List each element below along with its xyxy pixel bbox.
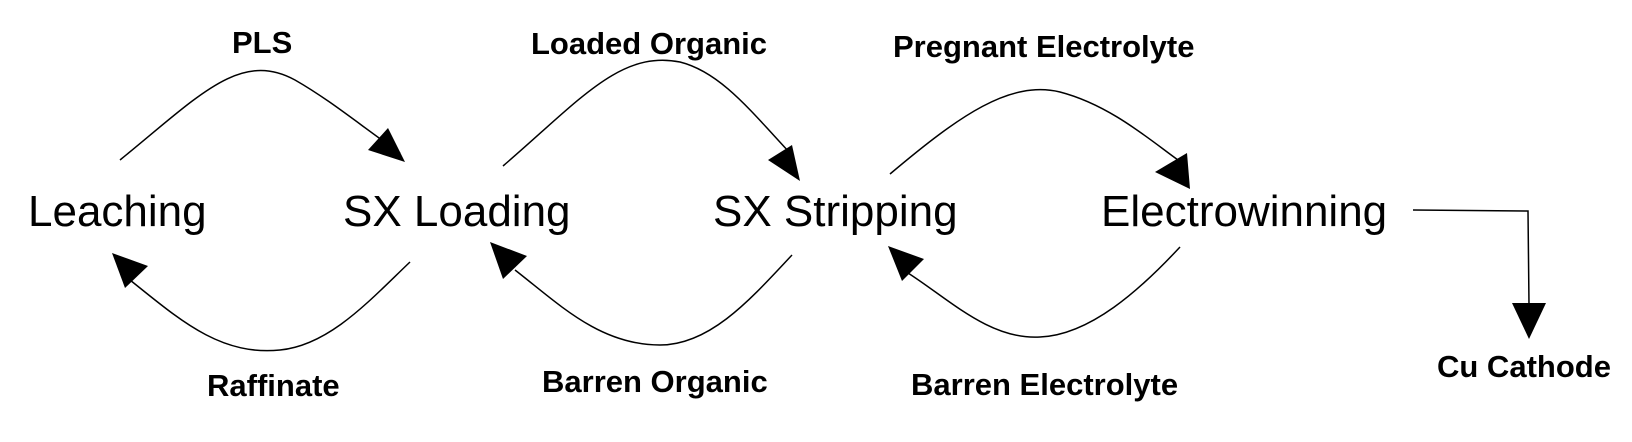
cu-cathode-arrowhead: [1512, 303, 1546, 339]
node-sx-loading: SX Loading: [343, 187, 571, 236]
raffinate-arrowhead: [112, 253, 148, 288]
pregnant-electrolyte-arrowhead: [1155, 153, 1190, 189]
label-cu-cathode: Cu Cathode: [1437, 349, 1611, 384]
label-barren-electrolyte: Barren Electrolyte: [911, 367, 1179, 402]
label-barren-organic: Barren Organic: [542, 364, 768, 399]
loaded-organic-arrowhead: [768, 145, 800, 181]
node-leaching: Leaching: [28, 187, 207, 236]
loaded-organic-flow-arrow: [502, 59, 791, 167]
pls-flow-arrow: [119, 69, 401, 161]
node-electrowinning: Electrowinning: [1101, 187, 1388, 236]
pls-arrowhead: [368, 128, 405, 162]
label-loaded-organic: Loaded Organic: [531, 26, 767, 61]
cu-cathode-flow-line: [1412, 209, 1530, 306]
barren-electrolyte-flow-arrow: [907, 246, 1181, 338]
node-sx-stripping: SX Stripping: [713, 187, 958, 236]
label-pregnant-electrolyte: Pregnant Electrolyte: [893, 29, 1195, 64]
raffinate-flow-arrow: [129, 261, 411, 352]
barren-organic-arrowhead: [490, 242, 527, 279]
pregnant-electrolyte-flow-arrow: [889, 88, 1179, 175]
barren-electrolyte-arrowhead: [888, 246, 924, 281]
label-pls: PLS: [232, 25, 293, 60]
label-raffinate: Raffinate: [207, 368, 340, 403]
barren-organic-flow-arrow: [514, 254, 793, 346]
